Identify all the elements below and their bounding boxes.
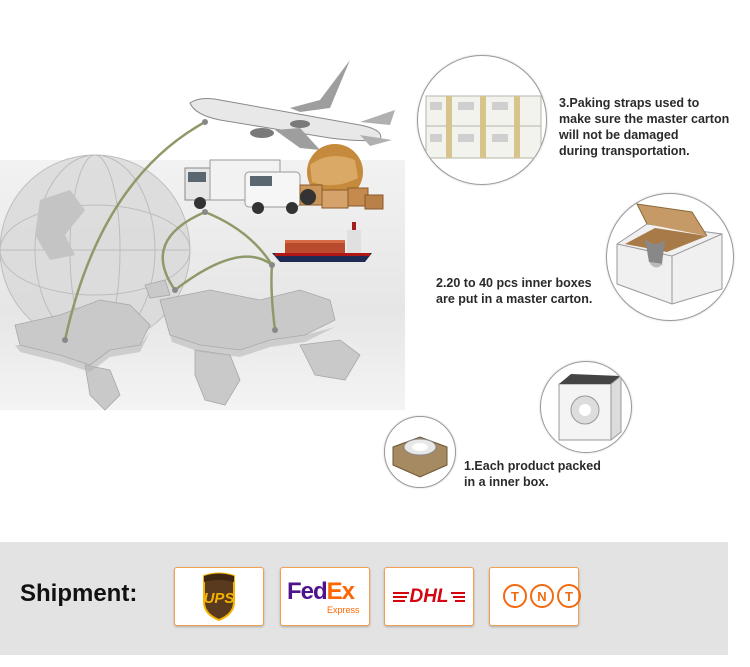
step3-line-2: make sure the master carton [559, 112, 730, 126]
step3-line-4: during transportation. [559, 144, 690, 158]
tnt-letter-t1: T [503, 584, 527, 608]
boxes-icon [299, 144, 384, 210]
step2-caption: 2.20 to 40 pcs inner boxes are put in a … [436, 275, 592, 307]
ship-icon [272, 222, 372, 262]
step2-line-2: are put in a master carton. [436, 292, 593, 306]
step2-line-1: 2.20 to 40 pcs inner boxes [436, 276, 592, 290]
step1-inner-box-image [540, 361, 632, 453]
world-map-continents [14, 279, 361, 411]
fedex-logo[interactable]: FedEx Express [280, 567, 370, 626]
step3-carton-image [417, 55, 547, 185]
step1-caption: 1.Each product packed in a inner box. [464, 458, 601, 490]
step1-line-2: in a inner box. [464, 475, 549, 489]
ups-text: UPS [203, 590, 235, 607]
inner-box-icon [558, 374, 622, 442]
route-arcs [63, 120, 277, 341]
tnt-wordmark: T N T [503, 584, 581, 608]
dhl-text: DHL [409, 586, 449, 607]
step1-line-1: 1.Each product packed [464, 459, 601, 473]
fedex-fed-text: Fed [287, 578, 328, 605]
fedex-express-text: Express [327, 605, 360, 615]
fedex-wordmark: FedEx [287, 578, 355, 606]
dhl-logo[interactable]: DHL [384, 567, 474, 626]
pulp-tray-icon [392, 436, 448, 478]
fedex-ex-text: Ex [326, 578, 355, 605]
step2-master-carton-image [606, 193, 734, 321]
tnt-letter-n: N [530, 584, 554, 608]
tnt-logo[interactable]: T N T [489, 567, 581, 626]
open-carton-icon [616, 203, 723, 305]
step3-caption: 3.Paking straps used to make sure the ma… [559, 95, 729, 159]
strapped-cartons-icon [425, 95, 542, 159]
dhl-stripes-icon [393, 592, 465, 602]
logistics-illustration [0, 60, 395, 411]
step1-product-tray-image [384, 416, 456, 488]
ups-logo[interactable]: UPS [174, 567, 264, 626]
airplane-icon [189, 60, 395, 150]
tnt-letter-t2: T [557, 584, 581, 608]
shipment-title: Shipment: [20, 580, 138, 607]
shipment-bar: Shipment: UPS FedEx Express DHL [0, 542, 728, 655]
truck-icon [184, 159, 301, 214]
step3-line-1: 3.Paking straps used to [559, 96, 700, 110]
ups-shield-icon [203, 572, 235, 622]
step3-line-3: will not be damaged [559, 128, 679, 142]
